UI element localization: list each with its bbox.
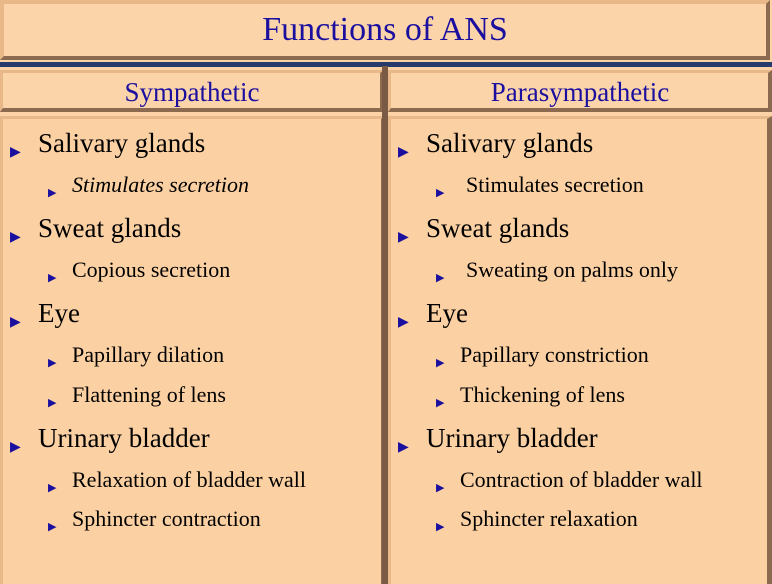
list-subitem-label: Stimulates secretion [466, 172, 644, 197]
left-header-box [0, 70, 384, 112]
title-rule [0, 62, 772, 67]
list-subitem-label: Sweating on palms only [466, 257, 679, 282]
list-subitem-label: Sphincter contraction [72, 506, 261, 531]
triangle-right-icon: ▶ [10, 229, 21, 245]
triangle-right-icon: ▶ [10, 439, 21, 455]
list-subitem-label: Relaxation of bladder wall [72, 467, 306, 492]
triangle-right-icon: ▶ [398, 144, 409, 160]
triangle-right-icon: ▶ [10, 314, 21, 330]
list-subitem-label: Sphincter relaxation [460, 506, 638, 531]
triangle-right-icon: ▶ [48, 356, 57, 369]
triangle-right-icon: ▶ [436, 481, 445, 494]
list-item-label: Eye [426, 298, 468, 328]
sympathetic-panel [0, 116, 386, 584]
triangle-right-icon: ▶ [398, 229, 409, 245]
slide-title: Functions of ANS [262, 11, 508, 48]
triangle-right-icon: ▶ [436, 396, 445, 409]
triangle-right-icon: ▶ [436, 186, 445, 199]
right-header-box [388, 70, 772, 112]
column-divider [382, 66, 388, 584]
list-item-label: Urinary bladder [426, 423, 598, 453]
parasympathetic-panel [388, 116, 772, 584]
list-item-label: Salivary glands [38, 128, 206, 158]
triangle-right-icon: ▶ [48, 520, 57, 533]
list-item-label: Eye [38, 298, 80, 328]
title-box [0, 0, 770, 60]
list-item-label: Urinary bladder [38, 423, 210, 453]
parasympathetic-header: Parasympathetic [490, 77, 670, 107]
list-item-label: Sweat glands [426, 213, 570, 243]
triangle-right-icon: ▶ [436, 356, 445, 369]
triangle-right-icon: ▶ [48, 186, 57, 199]
triangle-right-icon: ▶ [48, 271, 57, 284]
list-subitem-label: Papillary constriction [460, 342, 649, 367]
list-subitem-label: Stimulates secretion [72, 172, 249, 197]
triangle-right-icon: ▶ [436, 520, 445, 533]
list-subitem-label: Thickening of lens [460, 382, 625, 407]
triangle-right-icon: ▶ [436, 271, 445, 284]
list-subitem-label: Flattening of lens [72, 382, 226, 407]
list-item-label: Sweat glands [38, 213, 182, 243]
list-subitem-label: Papillary dilation [72, 342, 225, 367]
triangle-right-icon: ▶ [398, 314, 409, 330]
triangle-right-icon: ▶ [10, 144, 21, 160]
list-item-label: Salivary glands [426, 128, 594, 158]
triangle-right-icon: ▶ [48, 481, 57, 494]
triangle-right-icon: ▶ [48, 396, 57, 409]
list-subitem-label: Copious secretion [72, 257, 231, 282]
sympathetic-header: Sympathetic [124, 77, 260, 107]
list-subitem-label: Contraction of bladder wall [460, 467, 703, 492]
triangle-right-icon: ▶ [398, 439, 409, 455]
